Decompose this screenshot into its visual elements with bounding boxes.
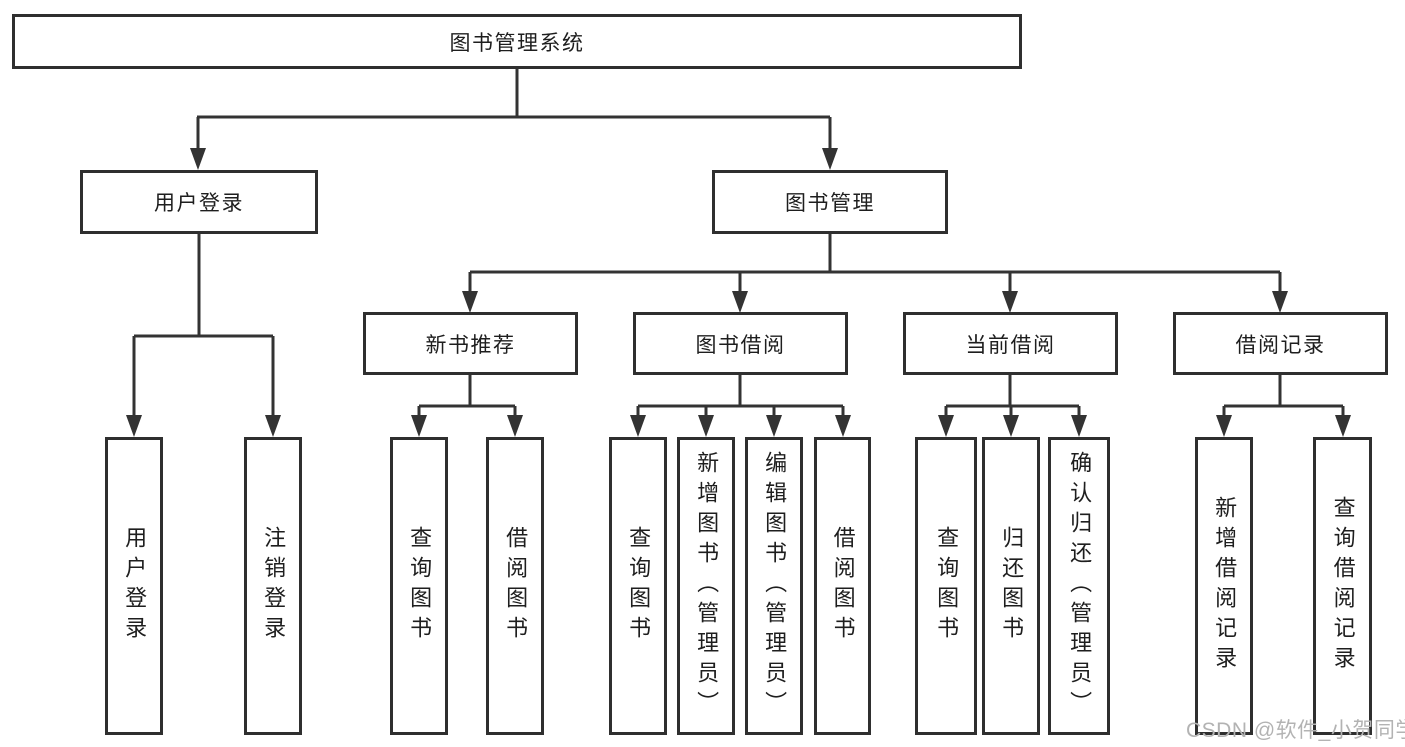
- leaf-borrow-edit-book-admin: 编辑图书（管理员）: [745, 437, 803, 735]
- node-borrow-records: 借阅记录: [1173, 312, 1388, 375]
- leaf-records-add-record: 新增借阅记录: [1195, 437, 1253, 735]
- node-book-borrow: 图书借阅: [633, 312, 848, 375]
- leaf-borrow-borrow-book: 借阅图书: [814, 437, 871, 735]
- node-user-login: 用户登录: [80, 170, 318, 234]
- leaf-current-return-book: 归还图书: [982, 437, 1040, 735]
- leaf-newbook-borrow-book: 借阅图书: [486, 437, 544, 735]
- node-current-borrow: 当前借阅: [903, 312, 1118, 375]
- leaf-borrow-query-book: 查询图书: [609, 437, 667, 735]
- leaf-records-query-record: 查询借阅记录: [1313, 437, 1372, 735]
- leaf-logout-login: 注销登录: [244, 437, 302, 735]
- watermark: CSDN @软件_小贺同学: [1186, 719, 1405, 742]
- node-book-management: 图书管理: [712, 170, 948, 234]
- leaf-newbook-query-book: 查询图书: [390, 437, 448, 735]
- node-root: 图书管理系统: [12, 14, 1022, 69]
- leaf-borrow-add-book-admin: 新增图书（管理员）: [677, 437, 735, 735]
- leaf-current-confirm-return-admin: 确认归还（管理员）: [1048, 437, 1110, 735]
- leaf-user-login: 用户登录: [105, 437, 163, 735]
- node-new-book-recommend: 新书推荐: [363, 312, 578, 375]
- leaf-current-query-book: 查询图书: [915, 437, 977, 735]
